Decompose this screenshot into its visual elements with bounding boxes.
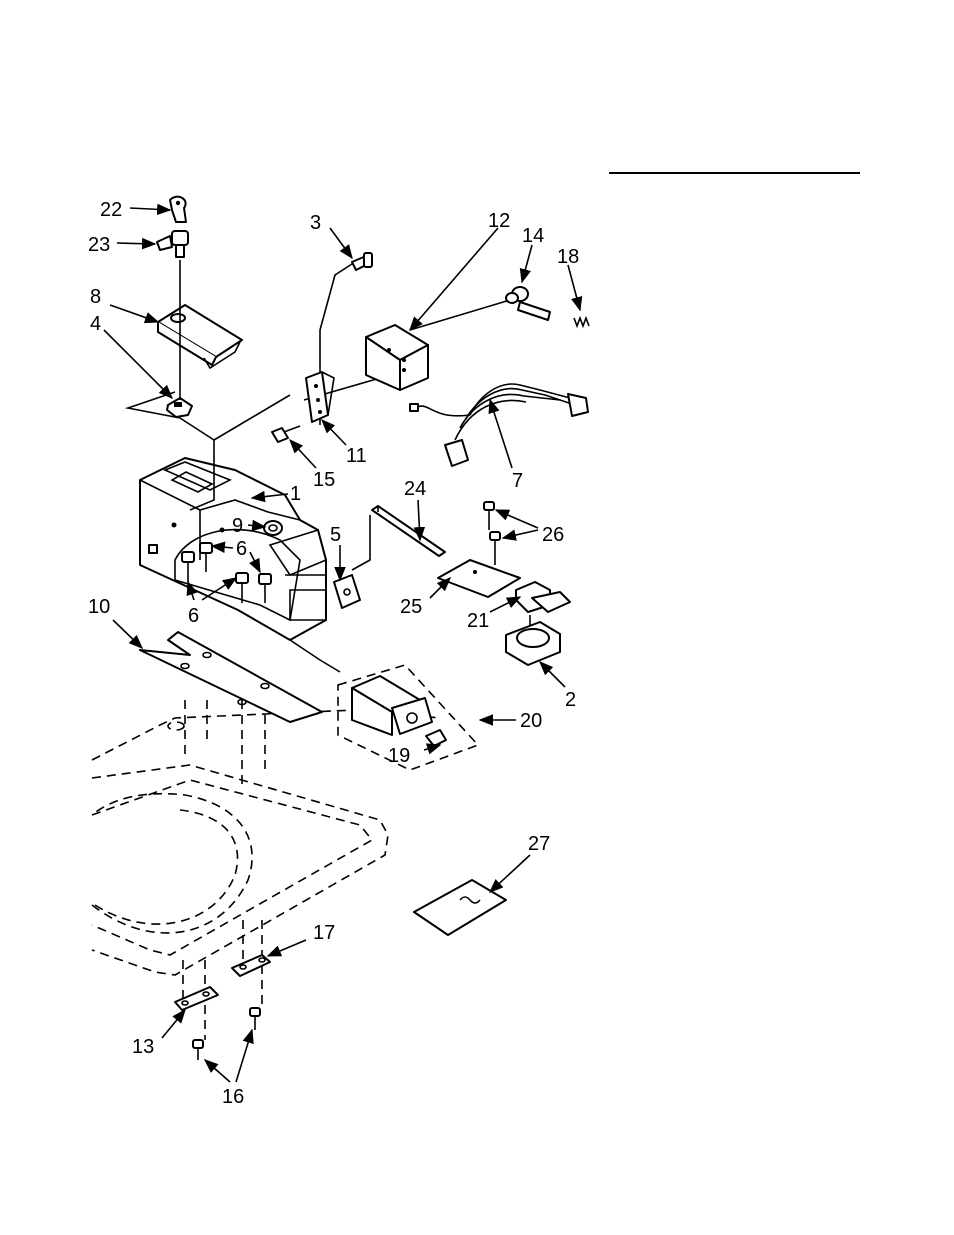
callout-8: 8 bbox=[90, 286, 101, 308]
solenoid-part-20 bbox=[352, 676, 432, 735]
switch-part-14 bbox=[506, 287, 550, 320]
callout-26: 26 bbox=[542, 524, 564, 546]
callout-21: 21 bbox=[467, 610, 489, 632]
callout-16: 16 bbox=[222, 1086, 244, 1108]
callout-14: 14 bbox=[522, 225, 544, 247]
lock-cylinder-part-23 bbox=[157, 231, 188, 257]
callout-5: 5 bbox=[330, 524, 341, 546]
callout-19: 19 bbox=[388, 745, 410, 767]
callout-27: 27 bbox=[528, 833, 550, 855]
cover-part-8 bbox=[158, 305, 242, 368]
callout-9: 9 bbox=[232, 515, 243, 537]
cup-part-2 bbox=[506, 622, 560, 665]
screw-part-15 bbox=[272, 426, 300, 442]
callout-18: 18 bbox=[557, 246, 579, 268]
plunger-part-19 bbox=[426, 730, 446, 746]
rod-part-24 bbox=[372, 506, 445, 556]
callout-1: 1 bbox=[290, 483, 301, 505]
parts-bag-part-27 bbox=[414, 880, 506, 935]
callout-6-lower: 6 bbox=[188, 605, 199, 627]
bracket-part-17 bbox=[232, 955, 270, 976]
callout-7: 7 bbox=[512, 470, 523, 492]
spring-part-18 bbox=[574, 318, 589, 326]
screw-part-3 bbox=[352, 253, 372, 270]
callout-11: 11 bbox=[346, 445, 367, 467]
callout-22: 22 bbox=[100, 199, 122, 221]
callout-2: 2 bbox=[565, 689, 576, 711]
callout-20: 20 bbox=[520, 710, 542, 732]
callout-6-upper: 6 bbox=[236, 538, 247, 560]
callout-4: 4 bbox=[90, 313, 101, 335]
lock-part-22 bbox=[170, 197, 186, 222]
callout-10: 10 bbox=[88, 596, 110, 618]
callout-15: 15 bbox=[313, 469, 335, 491]
callout-24: 24 bbox=[404, 478, 426, 500]
wire-harness-part-7 bbox=[410, 384, 588, 466]
callout-23: 23 bbox=[88, 234, 110, 256]
callout-25: 25 bbox=[400, 596, 422, 618]
control-module-part-12 bbox=[366, 325, 428, 390]
gasket-strip-part-10 bbox=[140, 632, 322, 722]
clip-part-4 bbox=[167, 398, 192, 417]
bracket-part-11 bbox=[306, 372, 334, 422]
bracket-part-5 bbox=[334, 575, 360, 608]
nut-part-9 bbox=[264, 521, 282, 535]
callout-13: 13 bbox=[132, 1036, 154, 1058]
callout-3: 3 bbox=[310, 212, 321, 234]
callout-12: 12 bbox=[488, 210, 510, 232]
callout-17: 17 bbox=[313, 922, 335, 944]
bracket-part-13 bbox=[175, 987, 218, 1010]
